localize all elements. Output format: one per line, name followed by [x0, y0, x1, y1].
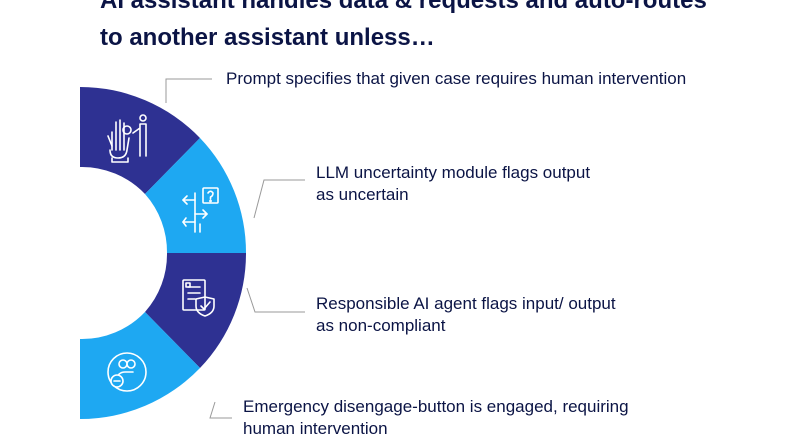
- ring-diagram: [80, 78, 305, 419]
- segment-emergency-disengage: [80, 312, 200, 419]
- label-responsible-ai: Responsible AI agent flags input/ output…: [316, 294, 616, 335]
- label-human-intervention: Prompt specifies that given case require…: [226, 69, 687, 88]
- connector-1: [165, 78, 212, 103]
- label-emergency-disengage: Emergency disengage-button is engaged, r…: [243, 397, 629, 438]
- connector-4: [209, 401, 232, 419]
- document-shield-check-icon: [182, 279, 215, 317]
- connector-2: [253, 179, 305, 219]
- title-line-1: AI assistant handles data & requests and…: [100, 0, 707, 14]
- hand-gear-person-icon: [107, 114, 147, 163]
- signpost-question-icon: [182, 187, 219, 233]
- title-line-2: to another assistant unless…: [100, 24, 435, 51]
- connector-3: [246, 287, 305, 313]
- people-circle-minus-icon: [107, 352, 147, 392]
- diagram-title: AI assistant handles data & requests and…: [100, 0, 790, 56]
- label-llm-uncertainty: LLM uncertainty module flags output as u…: [316, 163, 591, 204]
